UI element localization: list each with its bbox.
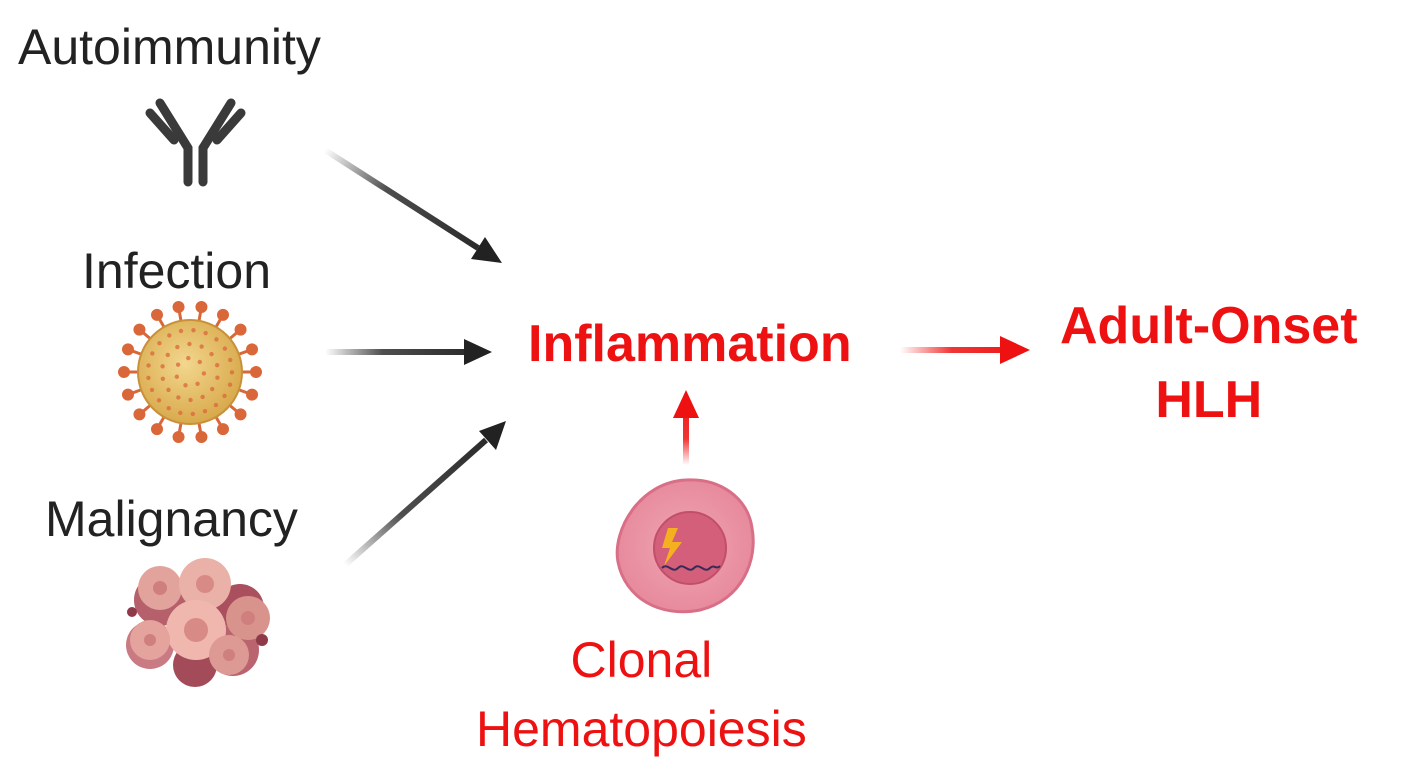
clonal-line-1: Clonal (570, 632, 713, 688)
cause-infection-label: Infection (82, 243, 272, 299)
outcome-line-1: Adult-Onset (1060, 297, 1358, 355)
arrow-malignancy-to-inflammation (343, 421, 506, 568)
mutated-cell-icon (615, 478, 755, 614)
inflammation-label: Inflammation (528, 315, 852, 373)
cause-autoimmunity-label: Autoimmunity (18, 19, 321, 75)
cause-malignancy-label: Malignancy (45, 491, 298, 547)
tumor-cells-icon (126, 558, 270, 687)
clonal-hematopoiesis-label: Clonal Hematopoiesis (476, 626, 807, 764)
outcome-line-2: HLH (1155, 370, 1263, 429)
virus-icon (118, 301, 262, 443)
arrow-inflammation-to-hlh (900, 336, 1030, 364)
arrow-autoimmunity-to-inflammation (323, 147, 502, 263)
outcome-label: Adult-Onset HLH (1060, 290, 1358, 438)
antibody-icon (145, 98, 246, 187)
clonal-line-2: Hematopoiesis (476, 701, 807, 757)
arrow-clonal-to-inflammation (673, 390, 699, 465)
arrow-infection-to-inflammation (325, 339, 492, 365)
